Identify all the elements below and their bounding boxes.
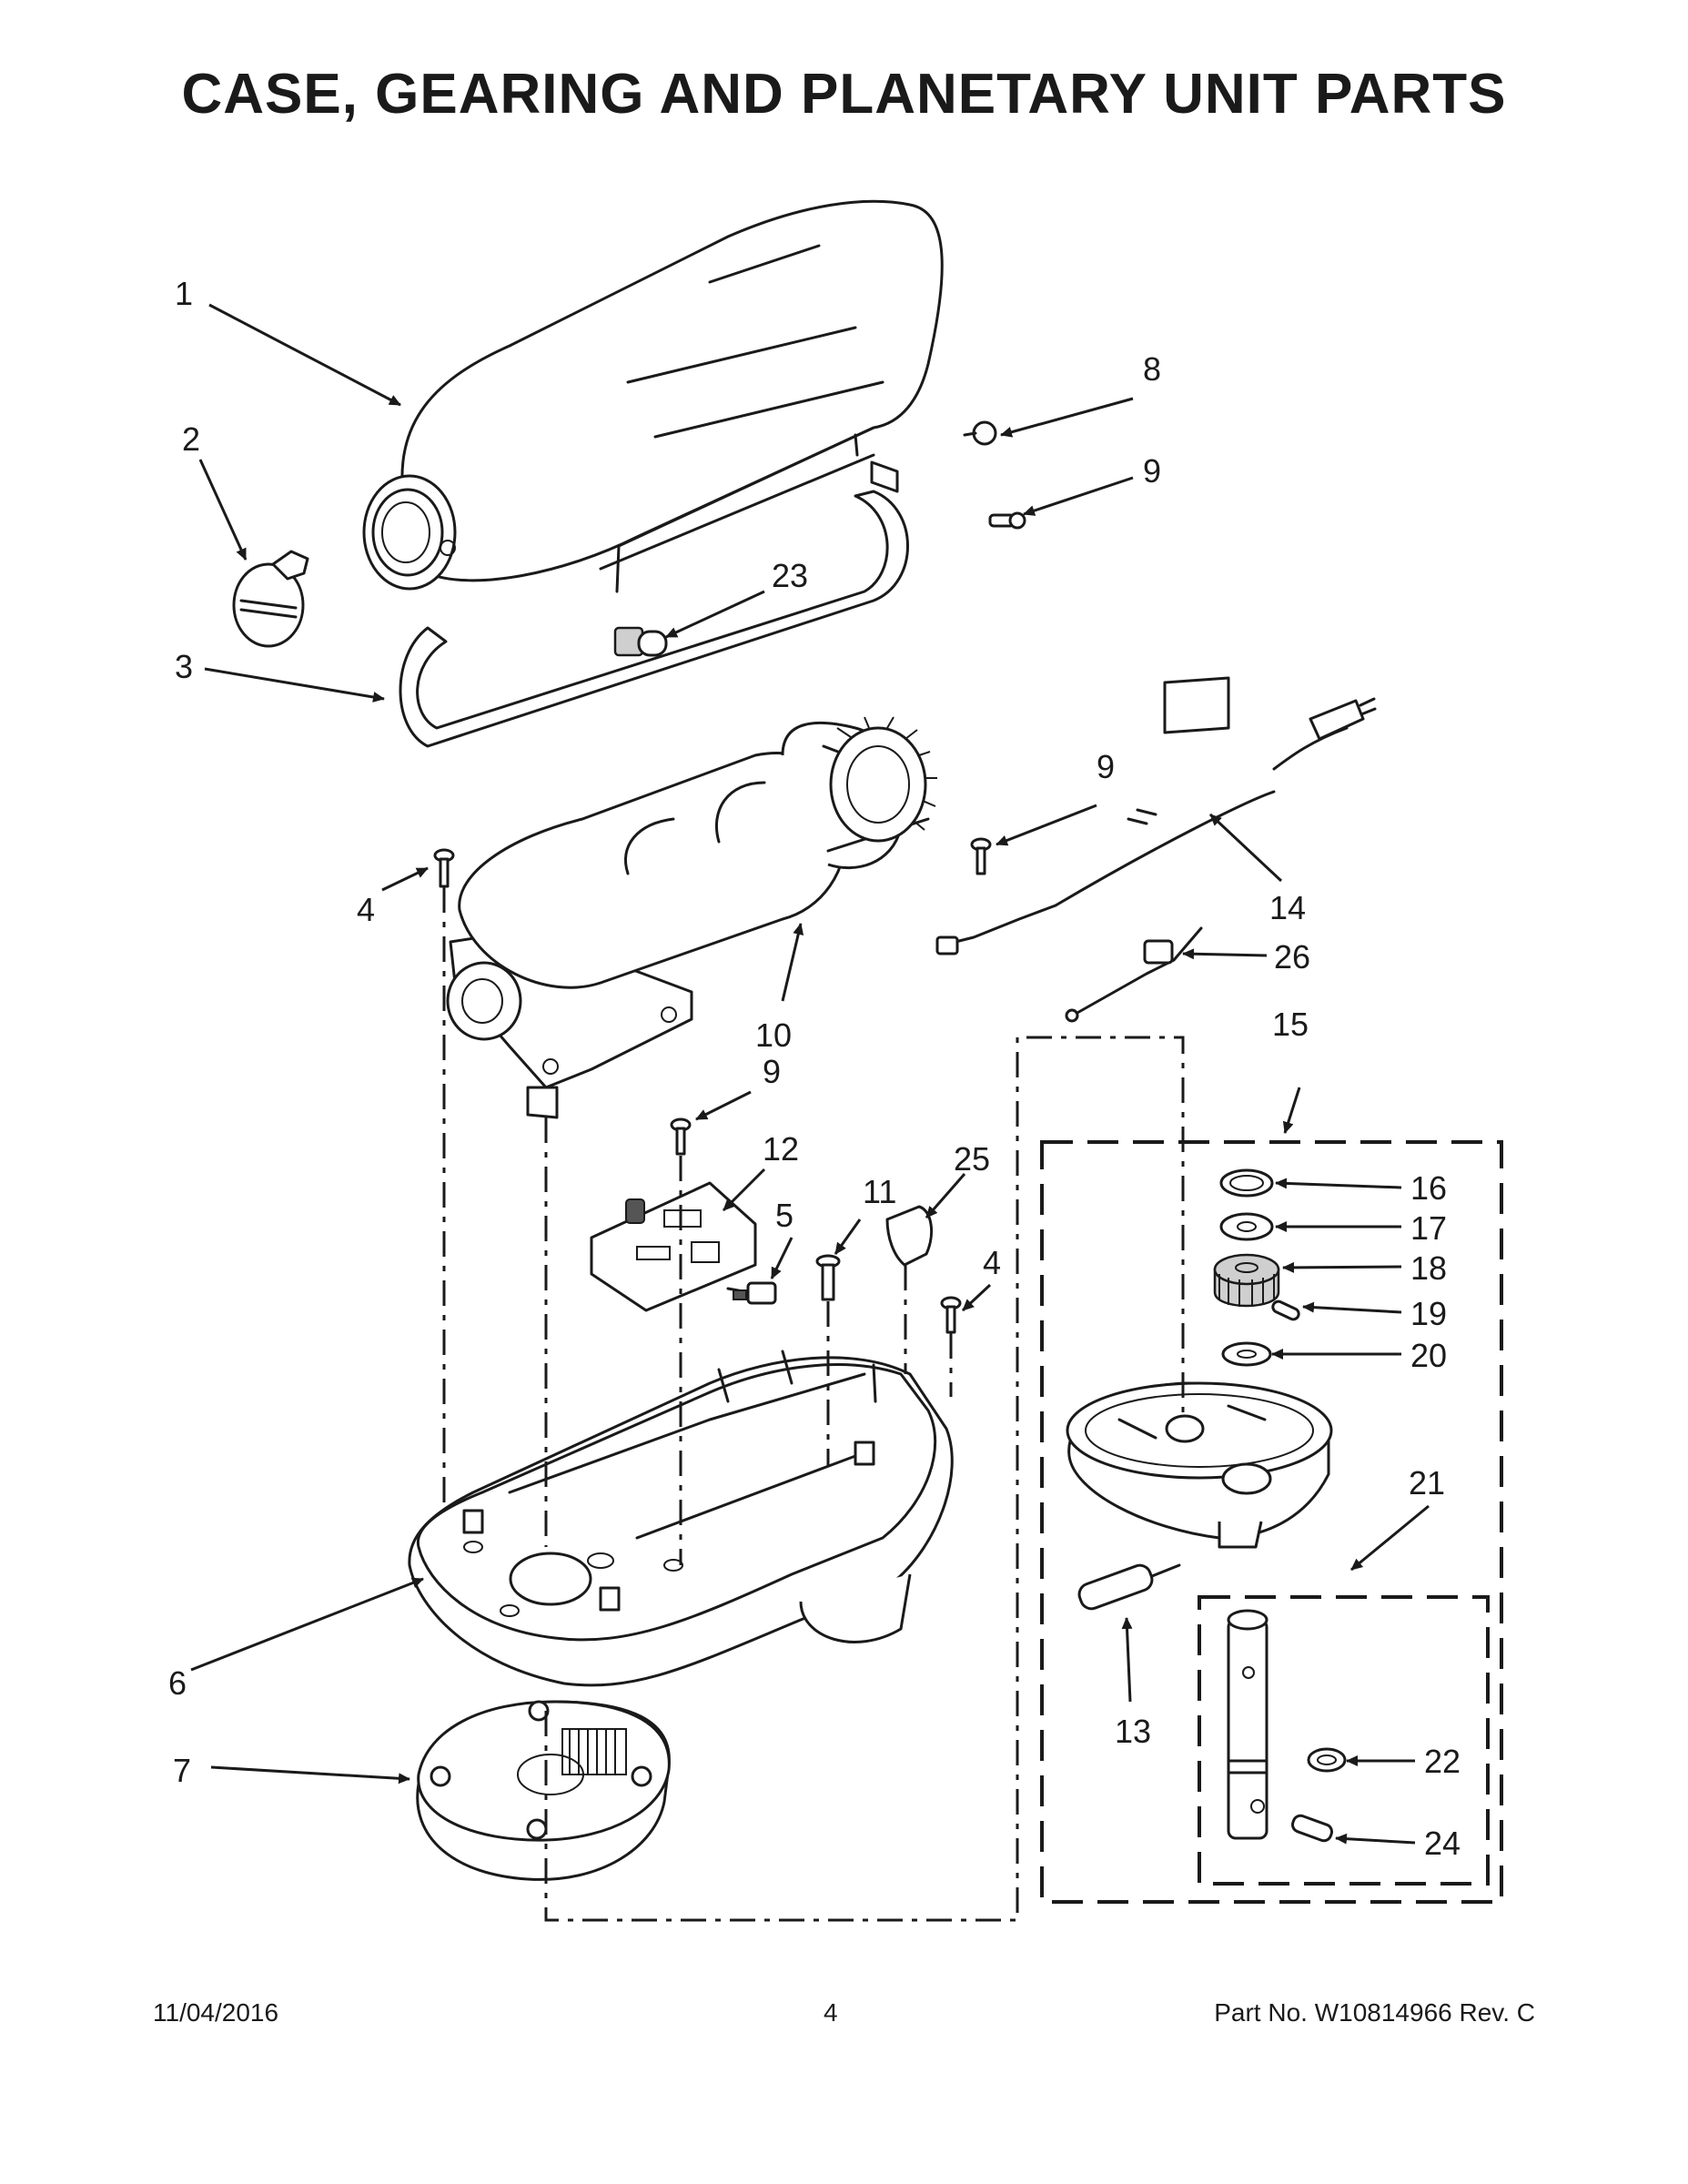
callout-19: 19 <box>1410 1295 1447 1332</box>
part-7-gear-housing <box>416 1700 671 1881</box>
part-21-shaft-group-outline <box>1198 1595 1490 1886</box>
part-24-pin <box>1291 1814 1333 1843</box>
callout-8: 8 <box>1143 350 1161 388</box>
part-22-ring <box>1307 1747 1347 1773</box>
callout-11: 11 <box>863 1173 896 1210</box>
part-15-planetary-group-outline <box>1040 1140 1503 1904</box>
callout-6: 6 <box>168 1664 187 1702</box>
callout-21: 21 <box>1409 1464 1445 1502</box>
part-21-shaft <box>1227 1609 1269 1840</box>
part-2-hub-cover <box>232 550 309 648</box>
callout-5: 5 <box>775 1197 793 1234</box>
callout-3: 3 <box>175 648 193 685</box>
callout-7: 7 <box>173 1752 191 1789</box>
callout-2: 2 <box>182 420 200 458</box>
part-19-pin <box>1271 1299 1300 1321</box>
part-9-bracket <box>870 460 899 493</box>
footer-page-number: 4 <box>824 1998 838 2027</box>
footer-part-number: Part No. W10814966 Rev. C <box>1214 1998 1535 2027</box>
part-1-motor-housing <box>362 199 944 593</box>
part-9-screw-cord <box>970 837 992 875</box>
callout-1: 1 <box>175 275 193 312</box>
footer-date: 11/04/2016 <box>153 1998 279 2027</box>
callout-23: 23 <box>772 557 808 594</box>
part-13-pin <box>1077 1563 1181 1611</box>
part-26-wire-harness <box>1065 926 1203 1023</box>
part-5-switch <box>726 1281 777 1305</box>
callout-26: 26 <box>1274 938 1310 976</box>
callout-18: 18 <box>1410 1249 1447 1287</box>
callout-24: 24 <box>1424 1825 1461 1862</box>
callout-9-cord: 9 <box>1097 748 1115 785</box>
part-23-knob <box>613 626 668 657</box>
planetary-unit <box>1066 1381 1333 1549</box>
callout-15: 15 <box>1272 1006 1309 1043</box>
callout-25: 25 <box>954 1140 990 1178</box>
callout-10: 10 <box>755 1016 792 1054</box>
part-8-screw <box>963 420 997 446</box>
part-10-bevel-gear <box>829 716 937 843</box>
part-18-gear <box>1213 1253 1280 1308</box>
callout-13: 13 <box>1115 1713 1151 1750</box>
callout-9-top: 9 <box>1143 452 1161 490</box>
part-9-screw-board <box>670 1117 692 1156</box>
callout-labels: 1 2 3 8 9 23 9 4 14 26 10 15 9 12 25 11 … <box>168 275 1461 1862</box>
part-11-screw <box>815 1254 841 1301</box>
callout-12: 12 <box>763 1130 799 1168</box>
callout-4-right: 4 <box>983 1244 1001 1281</box>
callout-9-board: 9 <box>763 1053 781 1090</box>
part-12-control-board <box>590 1181 757 1312</box>
part-10-motor-assembly <box>446 716 937 1119</box>
part-17-washer <box>1219 1212 1274 1241</box>
part-25-bumper <box>885 1205 933 1267</box>
page-title: CASE, GEARING AND PLANETARY UNIT PARTS <box>181 63 1507 126</box>
part-20-washer <box>1221 1341 1272 1367</box>
alignment-lines <box>442 887 1185 1922</box>
callout-20: 20 <box>1410 1337 1447 1374</box>
part-9-screw-top <box>988 511 1026 530</box>
part-14-power-cord <box>935 676 1377 956</box>
callout-16: 16 <box>1410 1169 1447 1207</box>
callout-4-left: 4 <box>357 891 375 928</box>
callout-22: 22 <box>1424 1743 1461 1780</box>
part-4-screw-left <box>433 848 455 888</box>
callout-17: 17 <box>1410 1209 1447 1247</box>
part-4-screw-right <box>940 1296 962 1334</box>
part-3-trim-band <box>399 490 909 748</box>
callout-14: 14 <box>1269 889 1306 926</box>
leader-arrows <box>190 303 1430 1845</box>
part-16-retaining-ring <box>1219 1168 1274 1198</box>
